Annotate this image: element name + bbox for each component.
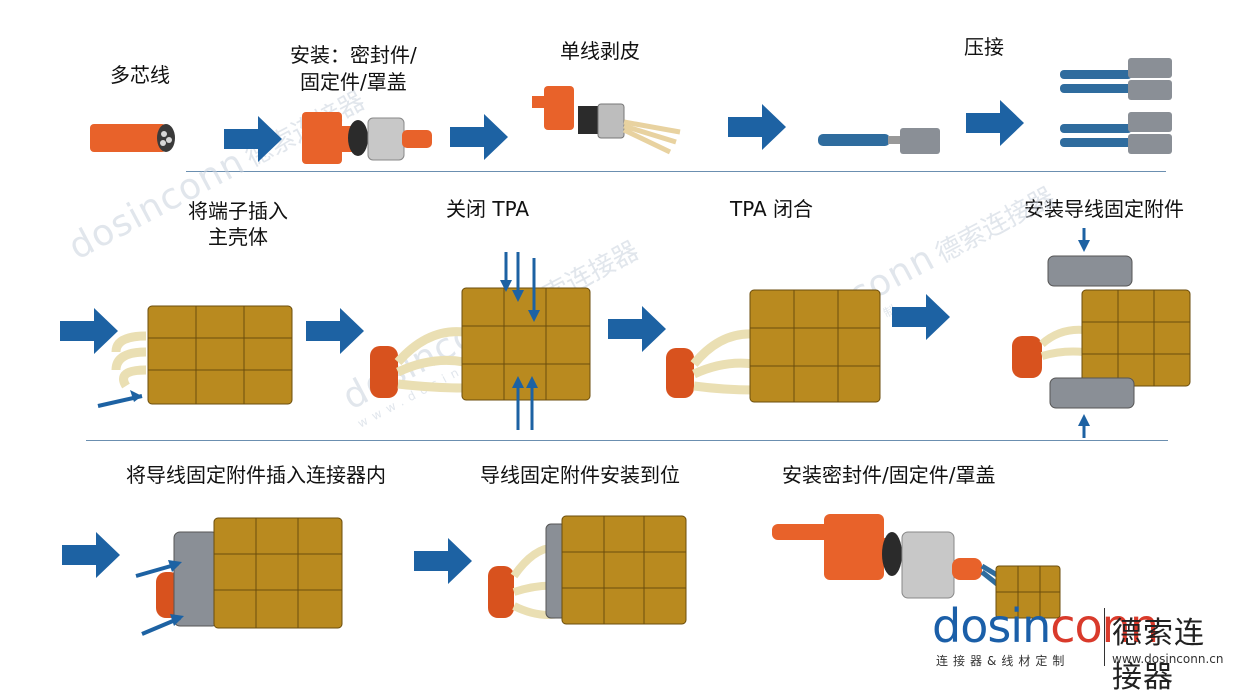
- row-divider-1: [186, 171, 1166, 172]
- flow-arrow-icon: [60, 308, 118, 354]
- insert-fixture-image: [135, 517, 343, 636]
- flow-arrow-icon: [62, 532, 120, 578]
- crimp-single-wire-image: [818, 128, 940, 154]
- step-label-crimp: 压接: [964, 35, 1004, 59]
- flow-arrow-icon: [450, 114, 508, 160]
- flow-arrow-icon: [306, 308, 364, 354]
- step-label-install-seal: 安装：密封件/ 固定件/罩盖: [290, 43, 417, 94]
- tpa-closed-image: [666, 289, 881, 403]
- brand-tagline: 连接器&线材定制: [936, 654, 1070, 668]
- fixture-in-place-image: [488, 515, 687, 625]
- logo-divider: [1104, 608, 1105, 666]
- wire-fixture-install-image: [1012, 228, 1191, 438]
- step-label-tpa-closed: TPA 闭合: [730, 197, 814, 221]
- flow-arrow-icon: [892, 294, 950, 340]
- brand-logo: dosinconn 德索连接器 连接器&线材定制 www.dosinconn.c…: [932, 600, 1232, 695]
- stripped-wire-image: [532, 86, 681, 155]
- step-label-multicore-cable: 多芯线: [110, 63, 170, 87]
- seal-retainer-cover-image: [302, 112, 432, 164]
- flow-arrow-icon: [224, 116, 282, 162]
- step-label-install-wire-fixture: 安装导线固定附件: [1024, 197, 1184, 221]
- flow-arrow-icon: [414, 538, 472, 584]
- step-label-strip-wire: 单线剥皮: [560, 39, 640, 63]
- assembled-connector-image: [772, 514, 1061, 619]
- step-label-insert-fixture: 将导线固定附件插入连接器内: [126, 463, 386, 487]
- flow-arrow-icon: [966, 100, 1024, 146]
- step-label-insert-terminals: 将端子插入 主壳体: [188, 199, 288, 249]
- step-label-install-seal-final: 安装密封件/固定件/罩盖: [782, 463, 996, 487]
- close-tpa-image: [370, 252, 591, 430]
- flow-arrow-icon: [608, 306, 666, 352]
- multicore-cable-image: [90, 124, 175, 152]
- row-divider-2: [86, 440, 1168, 441]
- step-label-fixture-in-place: 导线固定附件安装到位: [480, 463, 680, 487]
- connector-housing-terminals-image: [97, 305, 293, 408]
- brand-website: www.dosinconn.cn: [1112, 652, 1224, 666]
- flow-arrow-icon: [728, 104, 786, 150]
- step-label-close-tpa: 关闭 TPA: [446, 197, 530, 221]
- crimped-wires-image: [1060, 58, 1172, 154]
